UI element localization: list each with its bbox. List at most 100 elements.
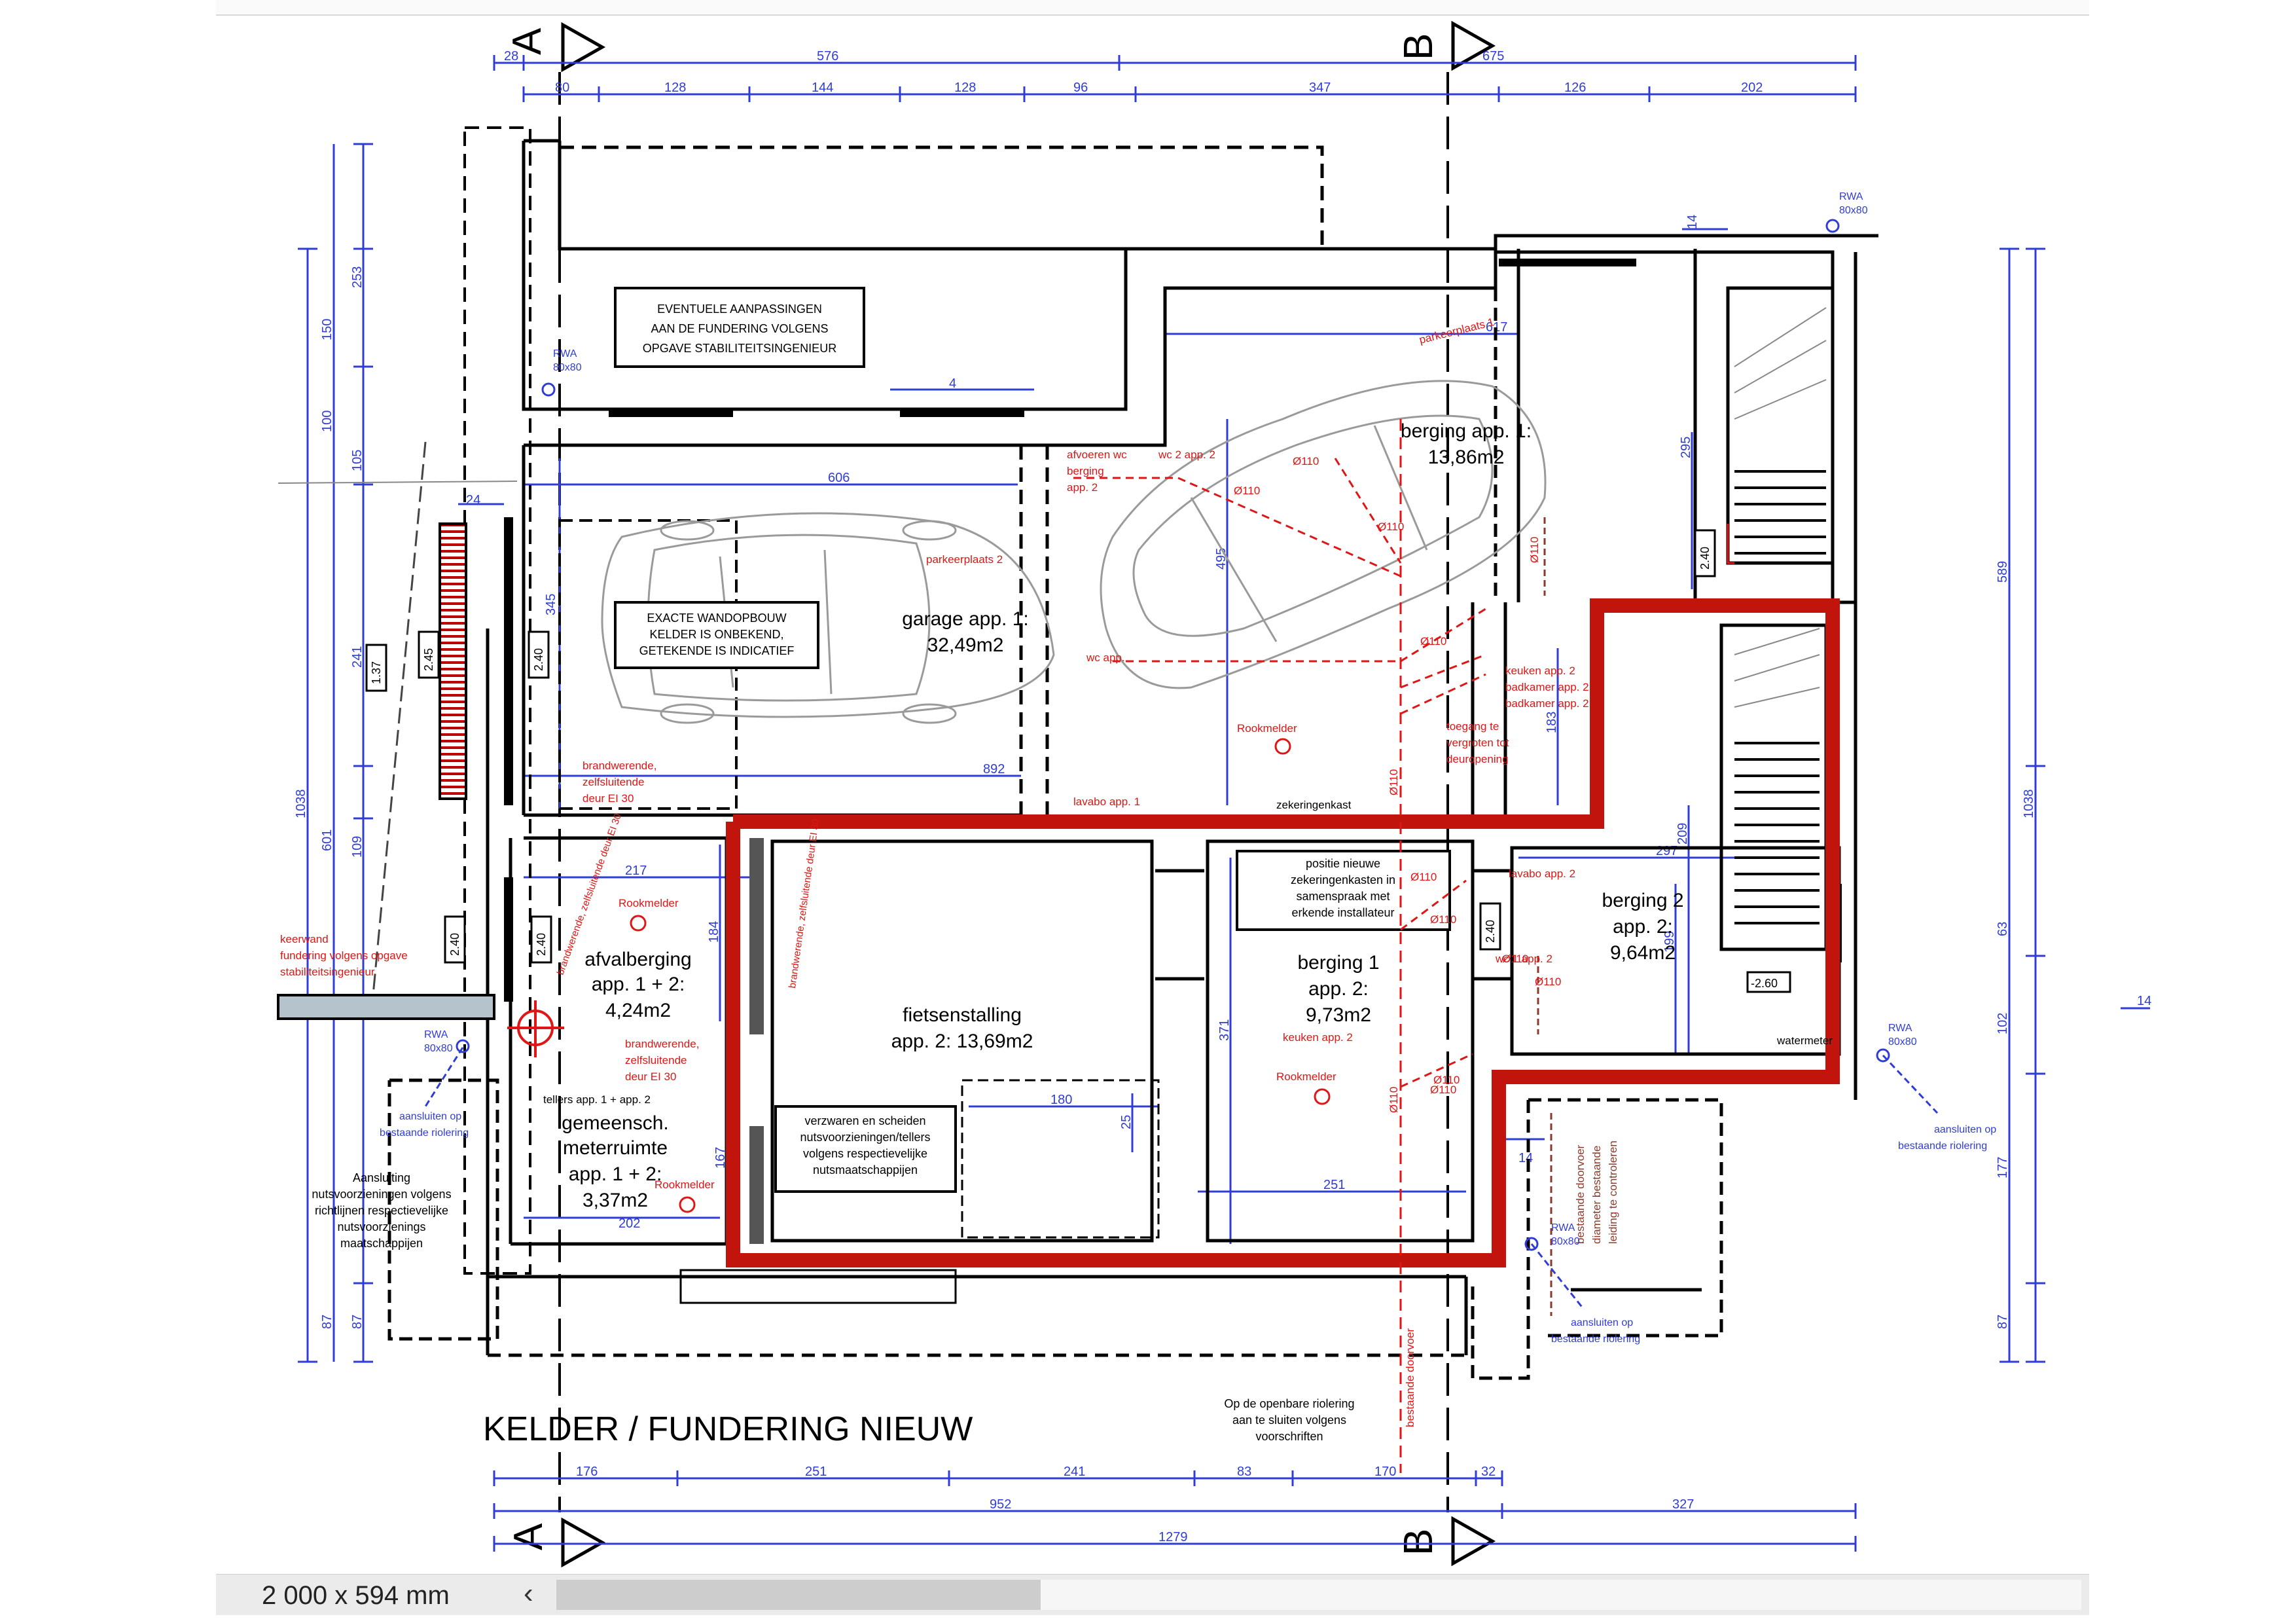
svg-text:Op de openbare riolering: Op de openbare riolering [1224, 1397, 1354, 1410]
note-boxes [614, 287, 1451, 1193]
section-markers: A B A B [505, 20, 1496, 1568]
svg-text:952: 952 [990, 1497, 1011, 1512]
svg-text:80x80: 80x80 [1551, 1236, 1580, 1247]
svg-text:Rookmelder: Rookmelder [1276, 1070, 1336, 1083]
window-bars [504, 259, 1842, 1244]
svg-text:Ø110: Ø110 [1433, 1074, 1460, 1086]
svg-text:1.37: 1.37 [370, 661, 383, 684]
svg-text:Ø110: Ø110 [1293, 455, 1319, 467]
svg-text:251: 251 [805, 1465, 827, 1479]
svg-text:80: 80 [555, 81, 569, 95]
svg-text:diameter bestaande: diameter bestaande [1590, 1146, 1603, 1244]
svg-text:144: 144 [812, 81, 833, 95]
svg-text:lavabo app. 2: lavabo app. 2 [1509, 867, 1575, 880]
svg-text:128: 128 [664, 81, 686, 95]
svg-text:241: 241 [1064, 1465, 1085, 1479]
svg-text:wc 2 app. 2: wc 2 app. 2 [1158, 448, 1215, 461]
svg-text:RWA: RWA [424, 1029, 448, 1040]
svg-text:202: 202 [619, 1216, 640, 1231]
retaining-wall-hatch [277, 441, 518, 1020]
svg-text:zelfsluitende: zelfsluitende [625, 1054, 687, 1067]
svg-text:zekeringenkasten in: zekeringenkasten in [1291, 873, 1395, 886]
svg-text:295: 295 [1679, 437, 1693, 458]
svg-text:deur EI 30: deur EI 30 [583, 792, 634, 805]
svg-text:Ø110: Ø110 [1430, 913, 1456, 926]
section-marker-a-bottom: A [506, 1517, 606, 1568]
svg-text:nutsvoorzienings: nutsvoorzienings [337, 1220, 425, 1233]
svg-text:bestaande riolering: bestaande riolering [1898, 1140, 1987, 1152]
svg-text:209: 209 [1676, 823, 1690, 845]
meter-crosshair-symbol [507, 1000, 564, 1057]
svg-text:app. 2: app. 2 [1067, 481, 1098, 494]
scrollbar-thumb[interactable] [556, 1580, 1041, 1610]
svg-text:28: 28 [504, 49, 518, 64]
horizontal-scrollbar[interactable] [556, 1580, 2081, 1610]
svg-text:180: 180 [1050, 1093, 1072, 1107]
svg-text:100: 100 [320, 410, 334, 432]
svg-text:parkeerplaats 2: parkeerplaats 2 [926, 553, 1003, 566]
svg-text:brandwerende, zelfsluitende de: brandwerende, zelfsluitende deur EI 30 [787, 818, 821, 989]
room-fiets-area: app. 2: 13,69m2 [891, 1030, 1033, 1052]
room-afval-area: 4,24m2 [605, 1000, 671, 1021]
section-b-label-bottom: B [1396, 1529, 1441, 1556]
svg-text:leiding te controleren: leiding te controleren [1607, 1140, 1619, 1244]
svg-text:176: 176 [576, 1465, 598, 1479]
svg-text:199: 199 [1662, 931, 1677, 953]
svg-text:afvoeren wc: afvoeren wc [1067, 448, 1127, 461]
svg-text:erkende installateur: erkende installateur [1291, 906, 1394, 919]
svg-text:nutsvoorzieningen/tellers: nutsvoorzieningen/tellers [800, 1131, 930, 1144]
svg-text:tellers app. 1 + app. 2: tellers app. 1 + app. 2 [543, 1093, 651, 1106]
svg-text:675: 675 [1482, 49, 1504, 64]
svg-text:RWA: RWA [553, 348, 577, 359]
scroll-left-arrow-icon[interactable]: ‹ [524, 1577, 533, 1609]
svg-text:samenspraak met: samenspraak met [1296, 890, 1390, 903]
top-ruler-band [216, 0, 2089, 16]
svg-text:96: 96 [1073, 81, 1088, 95]
svg-text:maatschappijen: maatschappijen [340, 1237, 423, 1250]
section-b-label-top: B [1396, 33, 1441, 60]
svg-text:87: 87 [320, 1315, 334, 1329]
svg-text:241: 241 [350, 646, 365, 668]
svg-text:1038: 1038 [294, 790, 308, 819]
svg-text:109: 109 [350, 836, 365, 858]
drawing-title: KELDER / FUNDERING NIEUW [483, 1410, 973, 1448]
svg-text:deur EI 30: deur EI 30 [625, 1070, 676, 1083]
svg-text:badkamer app. 2: badkamer app. 2 [1505, 681, 1589, 693]
room-berging2-area: 9,64m2 [1610, 942, 1676, 964]
svg-text:63: 63 [1996, 922, 2010, 936]
svg-text:bestaande riolering: bestaande riolering [1551, 1334, 1640, 1345]
svg-text:watermeter: watermeter [1776, 1034, 1833, 1047]
paper-size-label: 2 000 x 594 mm [262, 1581, 450, 1610]
svg-text:lavabo app. 1: lavabo app. 1 [1073, 795, 1140, 808]
room-meter-name-2: meterruimte [563, 1137, 668, 1159]
svg-text:Ø110: Ø110 [1430, 1084, 1456, 1096]
room-fiets-name: fietsenstalling [903, 1004, 1022, 1026]
room-meter-app: app. 1 + 2: [569, 1163, 662, 1185]
room-berging2-name: berging 2 [1602, 890, 1683, 911]
svg-text:2.40: 2.40 [1484, 920, 1497, 943]
room-berging1-name: berging 1 [1297, 952, 1379, 974]
svg-text:berging: berging [1067, 465, 1104, 477]
svg-text:-2.60: -2.60 [1751, 977, 1778, 990]
svg-text:253: 253 [350, 266, 365, 288]
svg-text:2.40: 2.40 [532, 648, 545, 671]
svg-text:wc app.: wc app. [1086, 651, 1125, 664]
svg-text:576: 576 [817, 49, 838, 64]
svg-text:volgens respectievelijke: volgens respectievelijke [803, 1147, 927, 1160]
svg-text:RWA: RWA [1551, 1222, 1575, 1233]
svg-text:14: 14 [2137, 994, 2151, 1008]
svg-text:24: 24 [466, 493, 480, 507]
svg-text:14: 14 [1518, 1151, 1533, 1165]
room-meter-area: 3,37m2 [583, 1190, 648, 1211]
svg-text:aansluiten op: aansluiten op [399, 1111, 461, 1122]
svg-text:Rookmelder: Rookmelder [655, 1178, 715, 1191]
red-drain-lines [1073, 419, 1734, 1473]
section-a-label-top: A [505, 27, 550, 55]
section-marker-b-bottom: B [1396, 1516, 1496, 1567]
smoke-detector-icons [630, 738, 1331, 1213]
section-marker-b-top: B [1396, 20, 1496, 71]
svg-text:Ø110: Ø110 [1535, 976, 1561, 988]
svg-text:Rookmelder: Rookmelder [619, 897, 679, 909]
svg-text:nutsmaatschappijen: nutsmaatschappijen [813, 1163, 918, 1176]
